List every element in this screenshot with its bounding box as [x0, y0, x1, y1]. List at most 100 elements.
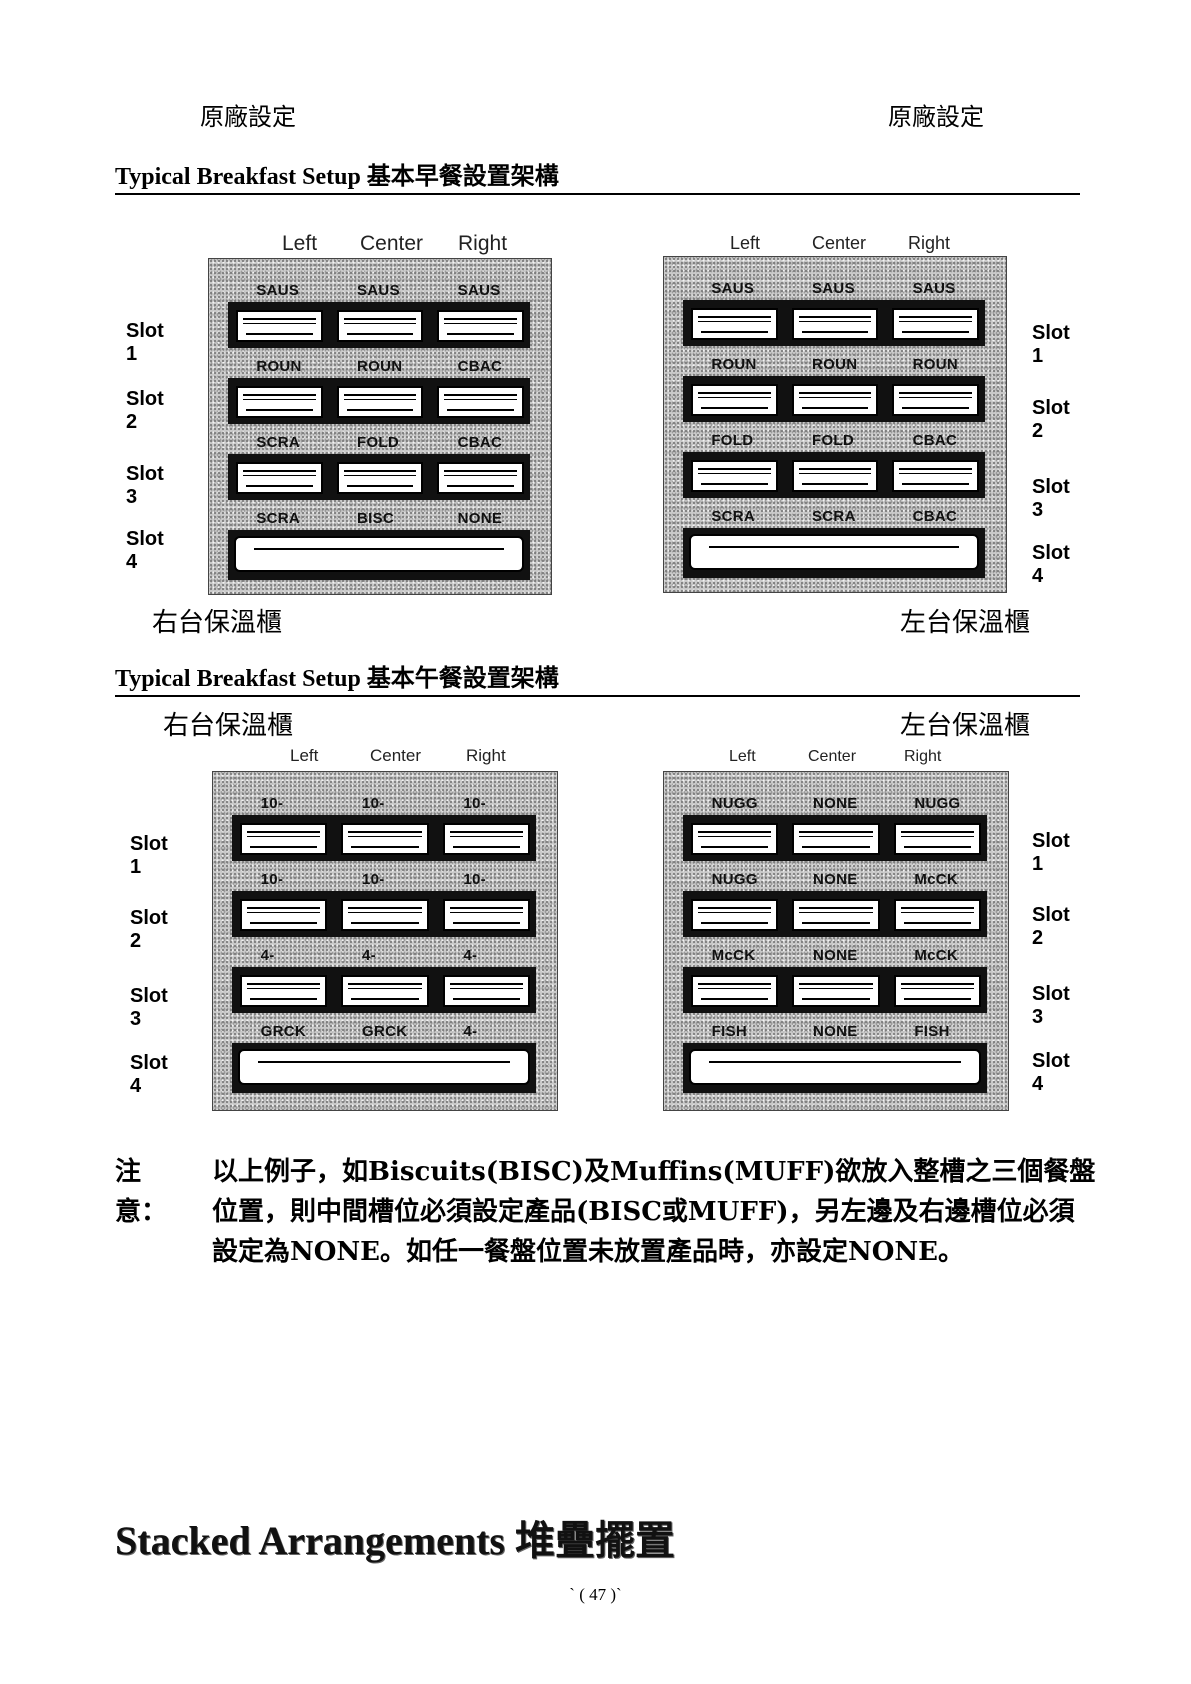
full-width-tray [238, 1049, 530, 1085]
product-code: ROUN [357, 358, 403, 375]
tray [691, 899, 779, 931]
note-line: 以上例子，如Biscuits(BISC)及Muffins(MUFF)欲放入整槽之… [212, 1157, 1096, 1187]
note-label: 注意： [115, 1157, 168, 1227]
tray-rack-slot-4 [228, 530, 530, 580]
tray [442, 899, 530, 931]
slot-label-4: Slot 4 [1032, 1050, 1070, 1095]
product-code: McCK [914, 871, 959, 888]
product-code: FOLD [357, 434, 400, 451]
tray [892, 308, 979, 340]
tray [437, 310, 524, 342]
column-header-left: Left [729, 748, 756, 765]
tray [892, 460, 979, 492]
slot-label-3: Slot 3 [126, 463, 164, 508]
slot-label-2: Slot 2 [130, 907, 168, 952]
lunch-left-cabinet-label: 左台保溫櫃 [900, 711, 1031, 741]
tray [341, 975, 429, 1007]
factory-setting-label-left: 原廠設定 [200, 103, 296, 131]
tray [792, 975, 880, 1007]
product-code: BISC [357, 510, 395, 527]
product-code: NONE [457, 510, 503, 527]
full-width-tray [689, 1049, 981, 1085]
tray [437, 462, 524, 494]
slot-label-1: Slot 1 [1032, 322, 1070, 367]
product-code: ROUN [812, 356, 858, 373]
product-code: FOLD [711, 432, 754, 449]
tray [791, 308, 879, 340]
tray [691, 975, 779, 1007]
product-code: ROUN [912, 356, 959, 373]
slot-label-1: Slot 1 [1032, 830, 1070, 875]
product-code: NONE [813, 947, 858, 964]
tray [240, 899, 328, 931]
tray [236, 386, 323, 418]
tray [893, 975, 981, 1007]
column-header-center: Center [360, 232, 424, 255]
product-code: CBAC [912, 508, 958, 525]
tray [791, 460, 879, 492]
tray [893, 899, 981, 931]
product-code: ROUN [711, 356, 757, 373]
product-code: NUGG [914, 795, 961, 812]
product-code: GRCK [260, 1023, 307, 1040]
tray [336, 310, 424, 342]
slot-label-1: Slot 1 [130, 833, 168, 878]
product-code: SCRA [711, 508, 756, 525]
slot-label-3: Slot 3 [130, 985, 168, 1030]
slot-label-4: Slot 4 [126, 528, 164, 573]
tray [236, 462, 323, 494]
lunch-setup-title: Typical Breakfast Setup 基本午餐設置架構 [115, 665, 1080, 697]
page-number: ` ( 47 )` [569, 1585, 622, 1604]
product-code: NONE [813, 1023, 858, 1040]
product-code: McCK [711, 947, 756, 964]
column-header-center: Center [370, 746, 422, 765]
tray-rack-slot-4 [232, 1043, 536, 1093]
tray [240, 823, 328, 855]
full-width-tray [689, 534, 979, 570]
product-code: SAUS [711, 280, 755, 297]
tray [236, 310, 323, 342]
product-code: ROUN [256, 358, 302, 375]
column-header-right: Right [904, 748, 942, 765]
left-cabinet-label: 左台保溫櫃 [900, 608, 1031, 638]
product-code: SCRA [812, 508, 856, 525]
tray [437, 386, 524, 418]
slot-label-2: Slot 2 [1032, 904, 1070, 949]
column-header-right: Right [908, 233, 951, 253]
tray [341, 823, 429, 855]
product-code: SAUS [912, 280, 956, 297]
product-code: NUGG [711, 795, 758, 812]
tray [336, 462, 424, 494]
product-code: NUGG [711, 871, 758, 888]
product-code: SAUS [812, 280, 855, 297]
right-cabinet-label: 右台保溫櫃 [152, 608, 283, 638]
slot-label-2: Slot 2 [126, 388, 164, 433]
column-header-center: Center [808, 748, 857, 765]
breakfast-setup-title: Typical Breakfast Setup 基本早餐設置架構 [115, 163, 1080, 195]
tray [341, 899, 429, 931]
tray [691, 384, 778, 416]
tray [791, 384, 879, 416]
stacked-arrangements-heading: Stacked Arrangements 堆疊擺置 [115, 1518, 675, 1563]
tray [442, 823, 530, 855]
product-code: CBAC [457, 434, 503, 451]
column-header-left: Left [282, 232, 318, 255]
tray [240, 975, 328, 1007]
lunch-right-cabinet-label: 右台保溫櫃 [163, 711, 294, 741]
product-code: FOLD [812, 432, 855, 449]
tray [691, 308, 778, 340]
tray [892, 384, 979, 416]
tray [336, 386, 424, 418]
tray-rack-slot-4 [683, 1043, 987, 1093]
slot-label-4: Slot 4 [130, 1052, 168, 1097]
column-header-center: Center [812, 233, 867, 253]
product-code: CBAC [457, 358, 503, 375]
note-line: 位置，則中間槽位必須設定產品(BISC或MUFF)，另左邊及右邊槽位必須 [212, 1197, 1075, 1227]
product-code: SCRA [256, 434, 301, 451]
product-code: NONE [813, 795, 858, 812]
slot-label-2: Slot 2 [1032, 397, 1070, 442]
product-code: SCRA [256, 510, 301, 527]
tray [792, 823, 880, 855]
product-code: GRCK [362, 1023, 408, 1040]
slot-label-1: Slot 1 [126, 320, 164, 365]
